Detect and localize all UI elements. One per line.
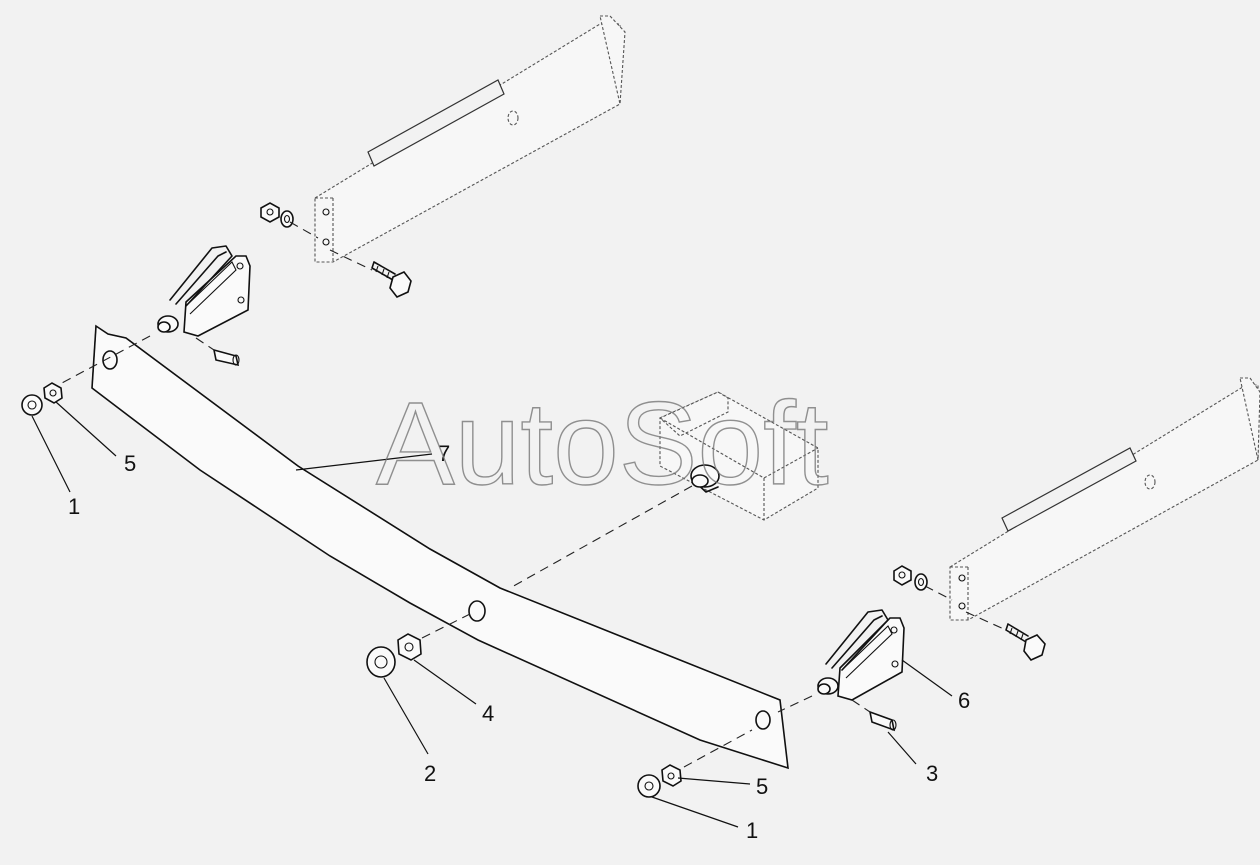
callout-4: 4 — [482, 701, 494, 726]
frame-rail-left — [314, 15, 626, 263]
callout-6: 6 — [958, 688, 970, 713]
right-fastener-set — [893, 565, 1046, 661]
callout-5-right: 5 — [756, 774, 768, 799]
callout-3: 3 — [926, 761, 938, 786]
upper-left-fastener-set — [260, 202, 412, 298]
autosoft-watermark: AutoSoft — [376, 378, 829, 510]
callout-1-right: 1 — [746, 818, 758, 843]
right-nut-washer — [637, 729, 753, 798]
bracket-right — [777, 609, 905, 732]
callout-1-left: 1 — [68, 494, 80, 519]
cross-beam — [91, 324, 789, 770]
center-mount-block — [509, 391, 819, 589]
callout-7: 7 — [438, 441, 450, 466]
leader-lines — [31, 401, 953, 828]
middle-nut-washer — [366, 613, 471, 678]
bracket-left — [59, 245, 251, 385]
left-nut-washer — [21, 382, 63, 416]
callout-5-left: 5 — [124, 451, 136, 476]
frame-rail-right — [949, 377, 1260, 621]
callout-2: 2 — [424, 761, 436, 786]
